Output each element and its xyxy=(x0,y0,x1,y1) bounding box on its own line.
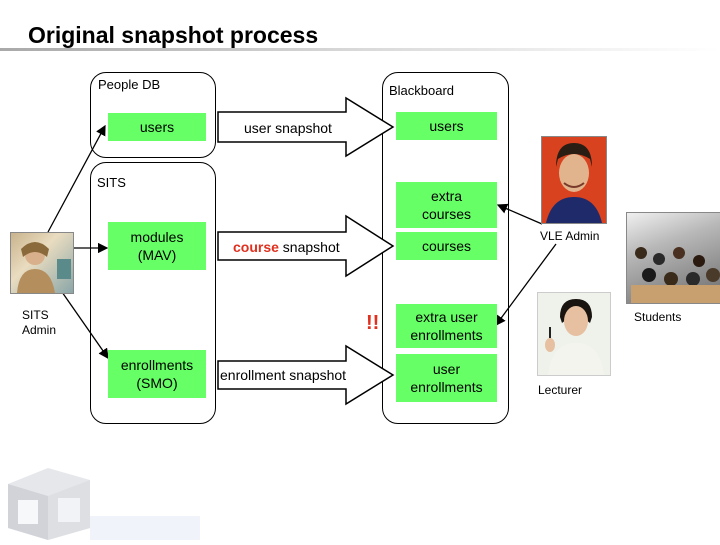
extra-enrollments-text-1: extra user xyxy=(415,309,478,325)
course-snapshot-rest: snapshot xyxy=(278,239,340,255)
blackboard-label: Blackboard xyxy=(389,83,455,98)
blackboard-users-text: users xyxy=(429,118,464,134)
people-db-label: People DB xyxy=(98,77,161,92)
sits-admin-to-enrollments-line xyxy=(61,291,109,360)
crowd-icon xyxy=(631,247,720,303)
enrollments-code-text: (SMO) xyxy=(136,375,178,391)
sits-admin-to-users-line xyxy=(47,124,106,233)
extra-courses-text-1: extra xyxy=(430,188,463,204)
blackboard-users-box: users xyxy=(396,112,497,140)
enrollments-text: enrollments xyxy=(120,357,194,373)
enrollment-snapshot-arrow xyxy=(217,344,395,406)
warning-marks: !! xyxy=(366,312,380,334)
vle-admin-to-extra-courses-line xyxy=(496,203,543,225)
students-photo xyxy=(626,212,720,304)
user-snapshot-label: user snapshot xyxy=(244,120,332,136)
enrollments-box: enrollments (SMO) xyxy=(108,350,206,398)
sits-admin-text-1: SITS xyxy=(22,308,49,322)
people-db-users-box: users xyxy=(108,113,206,141)
students-label: Students xyxy=(634,310,682,324)
people-db-users-text: users xyxy=(139,119,175,135)
person-icon xyxy=(17,242,71,293)
sits-admin-text-2: Admin xyxy=(22,323,57,337)
user-enrollments-box: user enrollments xyxy=(396,354,497,402)
vle-admin-photo xyxy=(541,136,607,224)
sits-admin-label: SITS Admin xyxy=(22,308,56,338)
modules-box: modules (MAV) xyxy=(108,222,206,270)
cube-logo-icon xyxy=(8,468,200,540)
person-icon xyxy=(545,299,604,375)
lecturer-label: Lecturer xyxy=(538,383,583,397)
sits-label: SITS xyxy=(97,175,126,190)
modules-code-text: (MAV) xyxy=(137,247,177,263)
user-enrollments-text-2: enrollments xyxy=(410,379,483,395)
corner-decoration xyxy=(0,448,200,540)
modules-text: modules xyxy=(130,229,184,245)
user-enrollments-text-1: user xyxy=(432,361,461,377)
courses-box: courses xyxy=(396,232,497,260)
sits-admin-photo xyxy=(10,232,74,294)
title-underline xyxy=(0,48,720,51)
vle-admin-label: VLE Admin xyxy=(540,229,600,243)
page-title: Original snapshot process xyxy=(28,22,319,48)
vle-admin-to-extra-enrollments-line xyxy=(495,243,557,327)
courses-text: courses xyxy=(421,238,472,254)
extra-courses-box: extra courses xyxy=(396,182,497,228)
extra-courses-text-2: courses xyxy=(421,206,472,222)
person-icon xyxy=(546,143,602,223)
course-highlight-word: course xyxy=(233,239,279,255)
extra-enrollments-text-2: enrollments xyxy=(410,327,483,343)
extra-enrollments-box: extra user enrollments xyxy=(396,304,497,348)
lecturer-photo xyxy=(537,292,611,376)
user-snapshot-arrow xyxy=(217,96,395,158)
course-snapshot-label: course snapshot xyxy=(233,239,340,255)
enrollment-snapshot-label: enrollment snapshot xyxy=(220,367,347,383)
course-snapshot-arrow xyxy=(217,214,395,278)
